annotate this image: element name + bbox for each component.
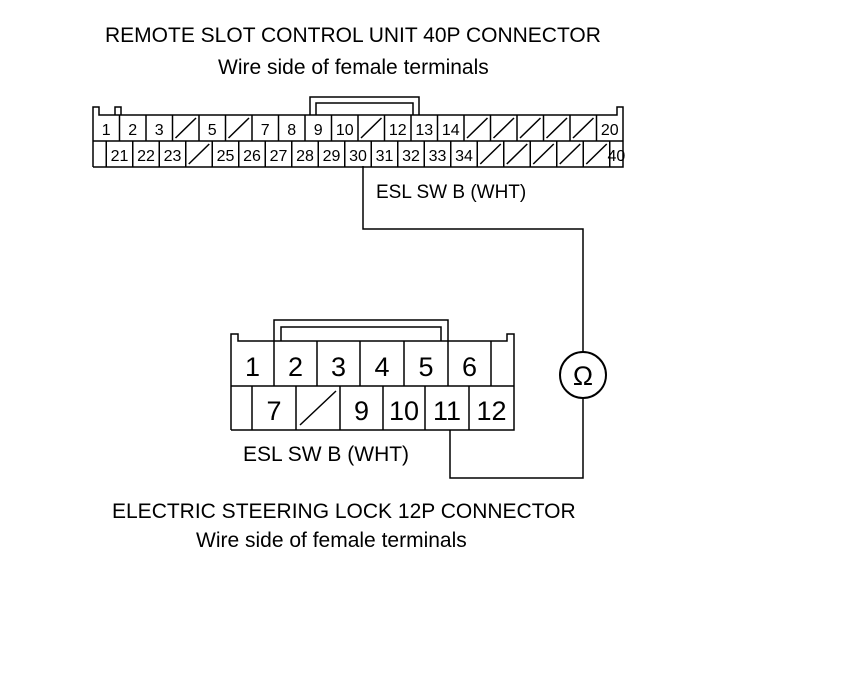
connector12-terminal-2: 2 bbox=[288, 352, 303, 382]
connector40-terminal-26: 26 bbox=[243, 148, 261, 165]
connector40-unused-slash bbox=[466, 117, 489, 139]
connector40-unused-slash bbox=[559, 143, 581, 165]
connector40-terminal-23: 23 bbox=[164, 148, 182, 165]
ohm-symbol: Ω bbox=[573, 361, 593, 391]
connector40-unused-slash bbox=[174, 117, 197, 139]
connector40-unused-slash bbox=[506, 143, 528, 165]
connector12-latch bbox=[273, 319, 449, 341]
connector40-terminal-12: 12 bbox=[389, 122, 407, 139]
connector12-terminal-9: 9 bbox=[354, 396, 369, 426]
connector40-latch bbox=[309, 96, 420, 115]
connector40-terminal-28: 28 bbox=[296, 148, 314, 165]
connector12-latch-inner bbox=[280, 326, 442, 341]
connector40-terminal-5: 5 bbox=[208, 122, 217, 139]
connector40-unused-slash bbox=[188, 143, 210, 165]
connector40-unused-slash bbox=[572, 117, 595, 139]
connector40-key-tab bbox=[114, 106, 122, 115]
connector12-title: ELECTRIC STEERING LOCK 12P CONNECTOR bbox=[112, 500, 576, 523]
connector12-terminal-11: 11 bbox=[433, 396, 461, 426]
connector40-terminal-3: 3 bbox=[155, 122, 164, 139]
connector40-terminal-31: 31 bbox=[376, 148, 394, 165]
connector40-terminal-29: 29 bbox=[323, 148, 341, 165]
connector40-terminal-14: 14 bbox=[442, 122, 460, 139]
connector40-terminal-20: 20 bbox=[601, 122, 619, 139]
connector12-terminal-3: 3 bbox=[331, 352, 346, 382]
wire-esl-sw-b-return bbox=[449, 398, 584, 479]
connector40-terminal-32: 32 bbox=[402, 148, 420, 165]
connector40-terminal-2: 2 bbox=[128, 122, 137, 139]
connector40-unused-slash bbox=[227, 117, 250, 139]
connector40-terminal-7: 7 bbox=[261, 122, 270, 139]
connector40-terminal-22: 22 bbox=[137, 148, 155, 165]
wire-label-bottom: ESL SW B (WHT) bbox=[243, 443, 409, 466]
connector40-title: REMOTE SLOT CONTROL UNIT 40P CONNECTOR bbox=[105, 24, 601, 47]
connector12-terminal-7: 7 bbox=[266, 396, 281, 426]
connector40-unused-slash bbox=[360, 117, 383, 139]
connector40-terminal-10: 10 bbox=[336, 122, 354, 139]
connector12-terminal-6: 6 bbox=[462, 352, 477, 382]
connector40-terminal-27: 27 bbox=[270, 148, 288, 165]
connector12-terminal-4: 4 bbox=[374, 352, 389, 382]
connector40-unused-slash bbox=[545, 117, 568, 139]
connector12-terminal-5: 5 bbox=[418, 352, 433, 382]
connector40-terminal-34: 34 bbox=[455, 148, 473, 165]
ohmmeter-icon bbox=[559, 351, 607, 399]
connector40-terminal-33: 33 bbox=[429, 148, 447, 165]
connector12-terminal-12: 12 bbox=[476, 396, 506, 426]
connector12-subtitle: Wire side of female terminals bbox=[196, 529, 467, 552]
connector40-terminal-30: 30 bbox=[349, 148, 367, 165]
connector40-unused-slash bbox=[492, 117, 515, 139]
connector40-unused-slash bbox=[479, 143, 502, 165]
connector40-terminal-9: 9 bbox=[314, 122, 323, 139]
connector12-terminal-10: 10 bbox=[389, 396, 419, 426]
connector40-terminal-21: 21 bbox=[111, 148, 129, 165]
wire-label-top: ESL SW B (WHT) bbox=[376, 182, 526, 203]
connector40-terminal-13: 13 bbox=[415, 122, 433, 139]
connector40-unused-slash bbox=[532, 143, 555, 165]
connector40-terminal-40: 40 bbox=[607, 148, 625, 165]
connector40-terminal-25: 25 bbox=[217, 148, 235, 165]
connector40-terminal-1: 1 bbox=[102, 122, 111, 139]
connector12-terminal-1: 1 bbox=[245, 352, 260, 382]
connector40-latch-inner bbox=[315, 102, 414, 115]
connector12-outline bbox=[230, 333, 515, 431]
connector40-outline bbox=[92, 106, 624, 168]
wire-esl-sw-b bbox=[362, 166, 584, 353]
connector12-unused-slash bbox=[299, 390, 337, 426]
connector40-unused-slash bbox=[519, 117, 542, 139]
connector40-unused-slash bbox=[585, 143, 608, 165]
connector40-subtitle: Wire side of female terminals bbox=[218, 56, 489, 79]
connector40-terminal-8: 8 bbox=[287, 122, 296, 139]
